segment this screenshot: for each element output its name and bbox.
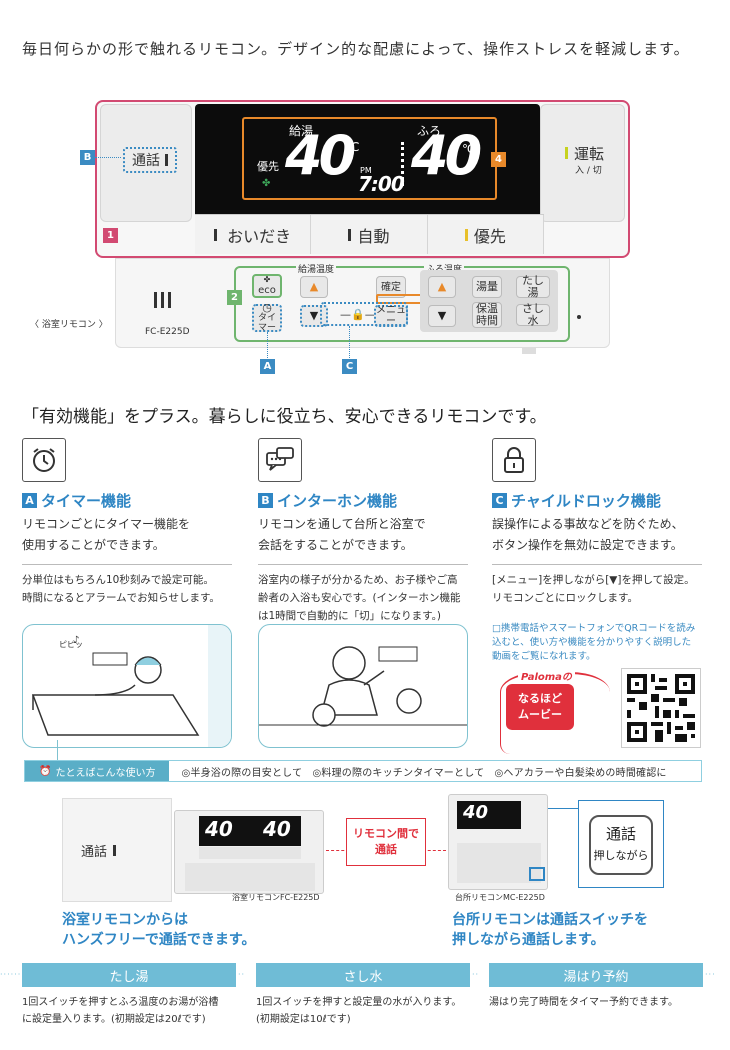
lock-icon: —🔒— [340,308,376,321]
clock-icon: ⏰ [39,765,52,777]
badge-2: 2 [227,290,242,305]
badge-1: 1 [103,228,118,243]
deg2: ℃ [462,142,476,156]
unten-label: 運転 [574,145,605,163]
yusen-button[interactable]: 優先 [427,215,544,254]
badge-b: B [80,150,95,165]
feature-title: インターホン機能 [277,492,398,510]
tsuwa-closeup: 通話 [62,798,172,902]
jido-button[interactable]: 自動 [311,215,428,254]
bath-illustration: ピピッ ♪ [22,624,232,748]
furo-label: ふろ [417,124,442,138]
tsuwa-panel[interactable]: 通話 [100,104,192,222]
hoon-button[interactable]: 保温 時間 [472,302,502,328]
intro-text: 毎日何らかの形で触れるリモコン。デザイン的な配慮によって、操作ストレスを軽減しま… [22,40,690,58]
badge-4: 4 [491,152,506,167]
kitchen-remote-caption: 台所リモコンMC-E225D [455,893,545,902]
yusen-indicator: 優先 [257,160,279,173]
usage-bar: ⏰たとえばこんな使い方 ◎半身浴の際の目安として ◎料理の際のキッチンタイマーと… [24,760,702,782]
yuryo-button[interactable]: 湯量 [472,276,502,298]
bath-remote-thumb: 40 40 [174,810,324,894]
model-label: FC-E225D [145,327,190,337]
temp1: 40 [285,124,356,187]
badge-c: C [342,359,357,374]
timer-button[interactable]: ◷タイマー [252,301,282,333]
lock-highlight [320,302,408,326]
alarm-clock-icon [22,438,66,482]
furo-level-bar [401,142,406,186]
kyuto-label: 給湯 [289,124,314,138]
kitchen-intercom-heading: 台所リモコンは通話スイッチを 押しながら通話します。 [452,912,648,948]
tab-yuhari-yoyaku: 湯はり予約 湯はり完了時間をタイマー予約できます。 [489,963,703,1011]
svg-text:♪: ♪ [73,635,79,646]
deg1: ℃ [346,140,360,154]
unten-panel[interactable]: 運転 入 / 切 [540,104,625,222]
temp2: 40 [411,124,482,187]
speaker-icon [154,292,171,308]
lcd-display [195,104,540,222]
bath-remote-caption: 浴室リモコンFC-E225D [232,893,320,902]
eco-button[interactable]: ✤eco [252,274,282,298]
section-title: 「有効機能」をプラス。暮らしに役立ち、安心できるリモコンです。 [22,407,547,427]
padlock-icon [492,438,536,482]
clock: 7:00 [358,172,405,196]
bath-intercom-heading: 浴室リモコンからは ハンズフリーで通話できます。 [62,912,256,948]
push-callout: 通話 押しながら [578,800,664,888]
kyuto-up-button[interactable]: ▲ [300,276,328,298]
feature-title: チャイルドロック機能 [511,492,661,510]
unten-sub: 入 / 切 [575,166,602,176]
leaf-icon: ✤ [262,178,271,189]
tab-sashimizu: さし水 1回スイッチを押すと設定量の水が入ります。 (初期設定は10ℓです) [256,963,470,1028]
paloma-brand: Palomaの [518,668,575,683]
svg-text:ピピッ: ピピッ [59,640,83,649]
furo-down-button[interactable]: ▼ [428,305,456,327]
pm-label: PM [360,166,372,175]
tashiyu-button[interactable]: たし湯 [516,274,550,299]
kyuto-ondo-label: 給湯温度 [296,262,337,275]
kakutei-button[interactable]: 確定 [376,276,406,298]
chat-bubble-icon [258,438,302,482]
feature-title: タイマー機能 [41,492,132,510]
between-remotes-box: リモコン間で通話 [346,818,426,866]
naruhodo-movie-card[interactable]: なるほどムービー [506,684,574,730]
main-button-row: おいだき 自動 優先 [195,214,544,254]
kitchen-remote-thumb: 40 [448,794,548,890]
oidaki-button[interactable]: おいだき [195,215,312,254]
usage-items: ◎半身浴の際の目安として ◎料理の際のキッチンタイマーとして ◎ヘアカラーや白髪… [181,767,667,779]
tab-tashiyu: たし湯 1回スイッチを押すとふろ温度のお湯が浴槽 に設定量入ります。(初期設定は… [22,963,236,1028]
tsuwa-label: 通話 [132,153,160,169]
sashimizu-button[interactable]: さし水 [516,302,550,327]
intercom-illustration [258,624,468,748]
menu-button[interactable]: メニュー [374,305,408,327]
qr-code[interactable] [621,668,701,748]
remote-caption: 〈 浴室リモコン 〉 [30,320,108,330]
qr-note: □携帯電話やスマートフォンでQRコードを読み 込むと、使い方や機能を分かりやすく… [492,623,696,662]
clock-icon: ◷ [262,301,272,315]
sensor-dot [577,315,581,319]
furo-up-button[interactable]: ▲ [428,276,456,298]
badge-a: A [260,359,275,374]
